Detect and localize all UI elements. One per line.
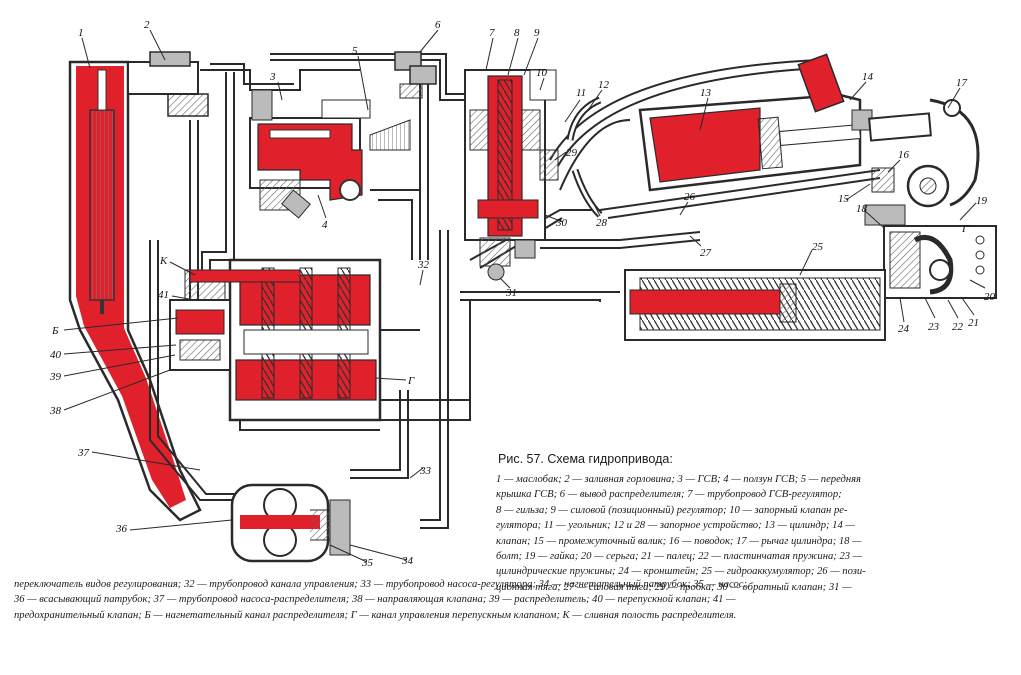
- label-29: 29: [566, 147, 578, 159]
- legend-line: переключатель видов регулирования; 32 — …: [14, 579, 747, 590]
- gsv-unit: [249, 89, 411, 219]
- filler-neck: [127, 51, 209, 117]
- callout-labels: 1 2 3 4 5 6 7 8 9 10 11 12 13 14 15 16 1…: [49, 19, 996, 569]
- label-5: 5: [352, 45, 358, 57]
- label-37: 37: [77, 447, 90, 459]
- label-22: 22: [952, 321, 964, 333]
- label-24: 24: [898, 323, 910, 335]
- label-19: 19: [976, 195, 988, 207]
- label-41: 41: [158, 289, 169, 301]
- gear-pump: [230, 483, 351, 563]
- label-27: 27: [700, 247, 712, 259]
- figure-caption: Рис. 57. Схема гидропривода: 1 — маслоба…: [496, 452, 966, 595]
- distributor-outlet: [394, 51, 437, 99]
- label-3: 3: [269, 71, 276, 83]
- legend-line: 8 — гильза; 9 — силовой (позиционный) ре…: [496, 504, 848, 516]
- label-36: 36: [115, 523, 128, 535]
- label-38: 38: [49, 405, 62, 417]
- hydraulic-accumulator: [624, 269, 886, 341]
- legend-right-column: 1 — маслобак; 2 — заливная горловина; 3 …: [496, 472, 966, 595]
- label-12: 12: [598, 79, 610, 91]
- label-G-distributor: Г: [407, 375, 415, 387]
- label-31: 31: [505, 287, 517, 299]
- label-10: 10: [536, 67, 548, 79]
- label-15: 15: [838, 193, 850, 205]
- label-33: 33: [419, 465, 432, 477]
- label-25: 25: [812, 241, 824, 253]
- figure-title: Рис. 57. Схема гидропривода:: [498, 452, 673, 466]
- label-35: 35: [361, 557, 374, 569]
- legend-line: гулятора; 11 — угольник; 12 и 28 — запор…: [496, 520, 855, 532]
- label-23: 23: [928, 321, 940, 333]
- label-8: 8: [514, 27, 520, 39]
- rear-linkage: [864, 164, 997, 299]
- leader-lines: [63, 29, 986, 563]
- legend-line: цилиндрические пружины; 24 — кронштейн; …: [496, 566, 866, 578]
- legend-line: крышка ГСВ; 6 — вывод распределителя; 7 …: [496, 489, 842, 501]
- distributor: [169, 258, 382, 422]
- label-17: 17: [956, 77, 968, 89]
- label-4: 4: [322, 219, 328, 231]
- label-6: 6: [435, 19, 441, 31]
- label-13: 13: [700, 87, 712, 99]
- cylinder-lever: [868, 98, 980, 207]
- label-14: 14: [862, 71, 874, 83]
- legend-full-width: переключатель видов регулирования; 32 — …: [14, 577, 971, 623]
- label-K: К: [159, 255, 168, 267]
- legend-line: 1 — маслобак; 2 — заливная горловина; 3 …: [496, 474, 861, 485]
- legend-line: болт; 19 — гайка; 20 — серьга; 21 — пале…: [496, 551, 863, 563]
- label-40: 40: [50, 349, 62, 361]
- label-30: 30: [555, 217, 568, 229]
- label-11: 11: [576, 87, 586, 99]
- force-regulator: [464, 69, 559, 281]
- label-B: Б: [51, 325, 59, 337]
- shutoff-device: [566, 96, 603, 218]
- legend-line: ционная тяга; 27 — силовая тяга; 29 — пр…: [496, 581, 852, 593]
- legend-line: клапан; 15 — промежуточный валик; 16 — п…: [496, 535, 862, 547]
- label-28: 28: [596, 217, 608, 229]
- label-16: 16: [898, 149, 910, 161]
- label-34: 34: [401, 555, 414, 567]
- label-G-rear: Г: [961, 223, 969, 235]
- label-18: 18: [856, 203, 868, 215]
- legend-line: предохранительный клапан; Б — нагнетател…: [14, 609, 737, 621]
- oil-tank: [68, 60, 202, 522]
- label-1: 1: [78, 27, 84, 39]
- label-21: 21: [968, 317, 979, 329]
- label-39: 39: [49, 371, 62, 383]
- legend-line: 36 — всасывающий патрубок; 37 — трубопро…: [14, 594, 736, 606]
- label-7: 7: [489, 27, 495, 39]
- label-20: 20: [984, 291, 996, 303]
- label-9: 9: [534, 27, 540, 39]
- label-26: 26: [684, 191, 696, 203]
- power-cylinder: [638, 53, 873, 192]
- label-2: 2: [144, 19, 150, 31]
- label-32: 32: [417, 259, 430, 271]
